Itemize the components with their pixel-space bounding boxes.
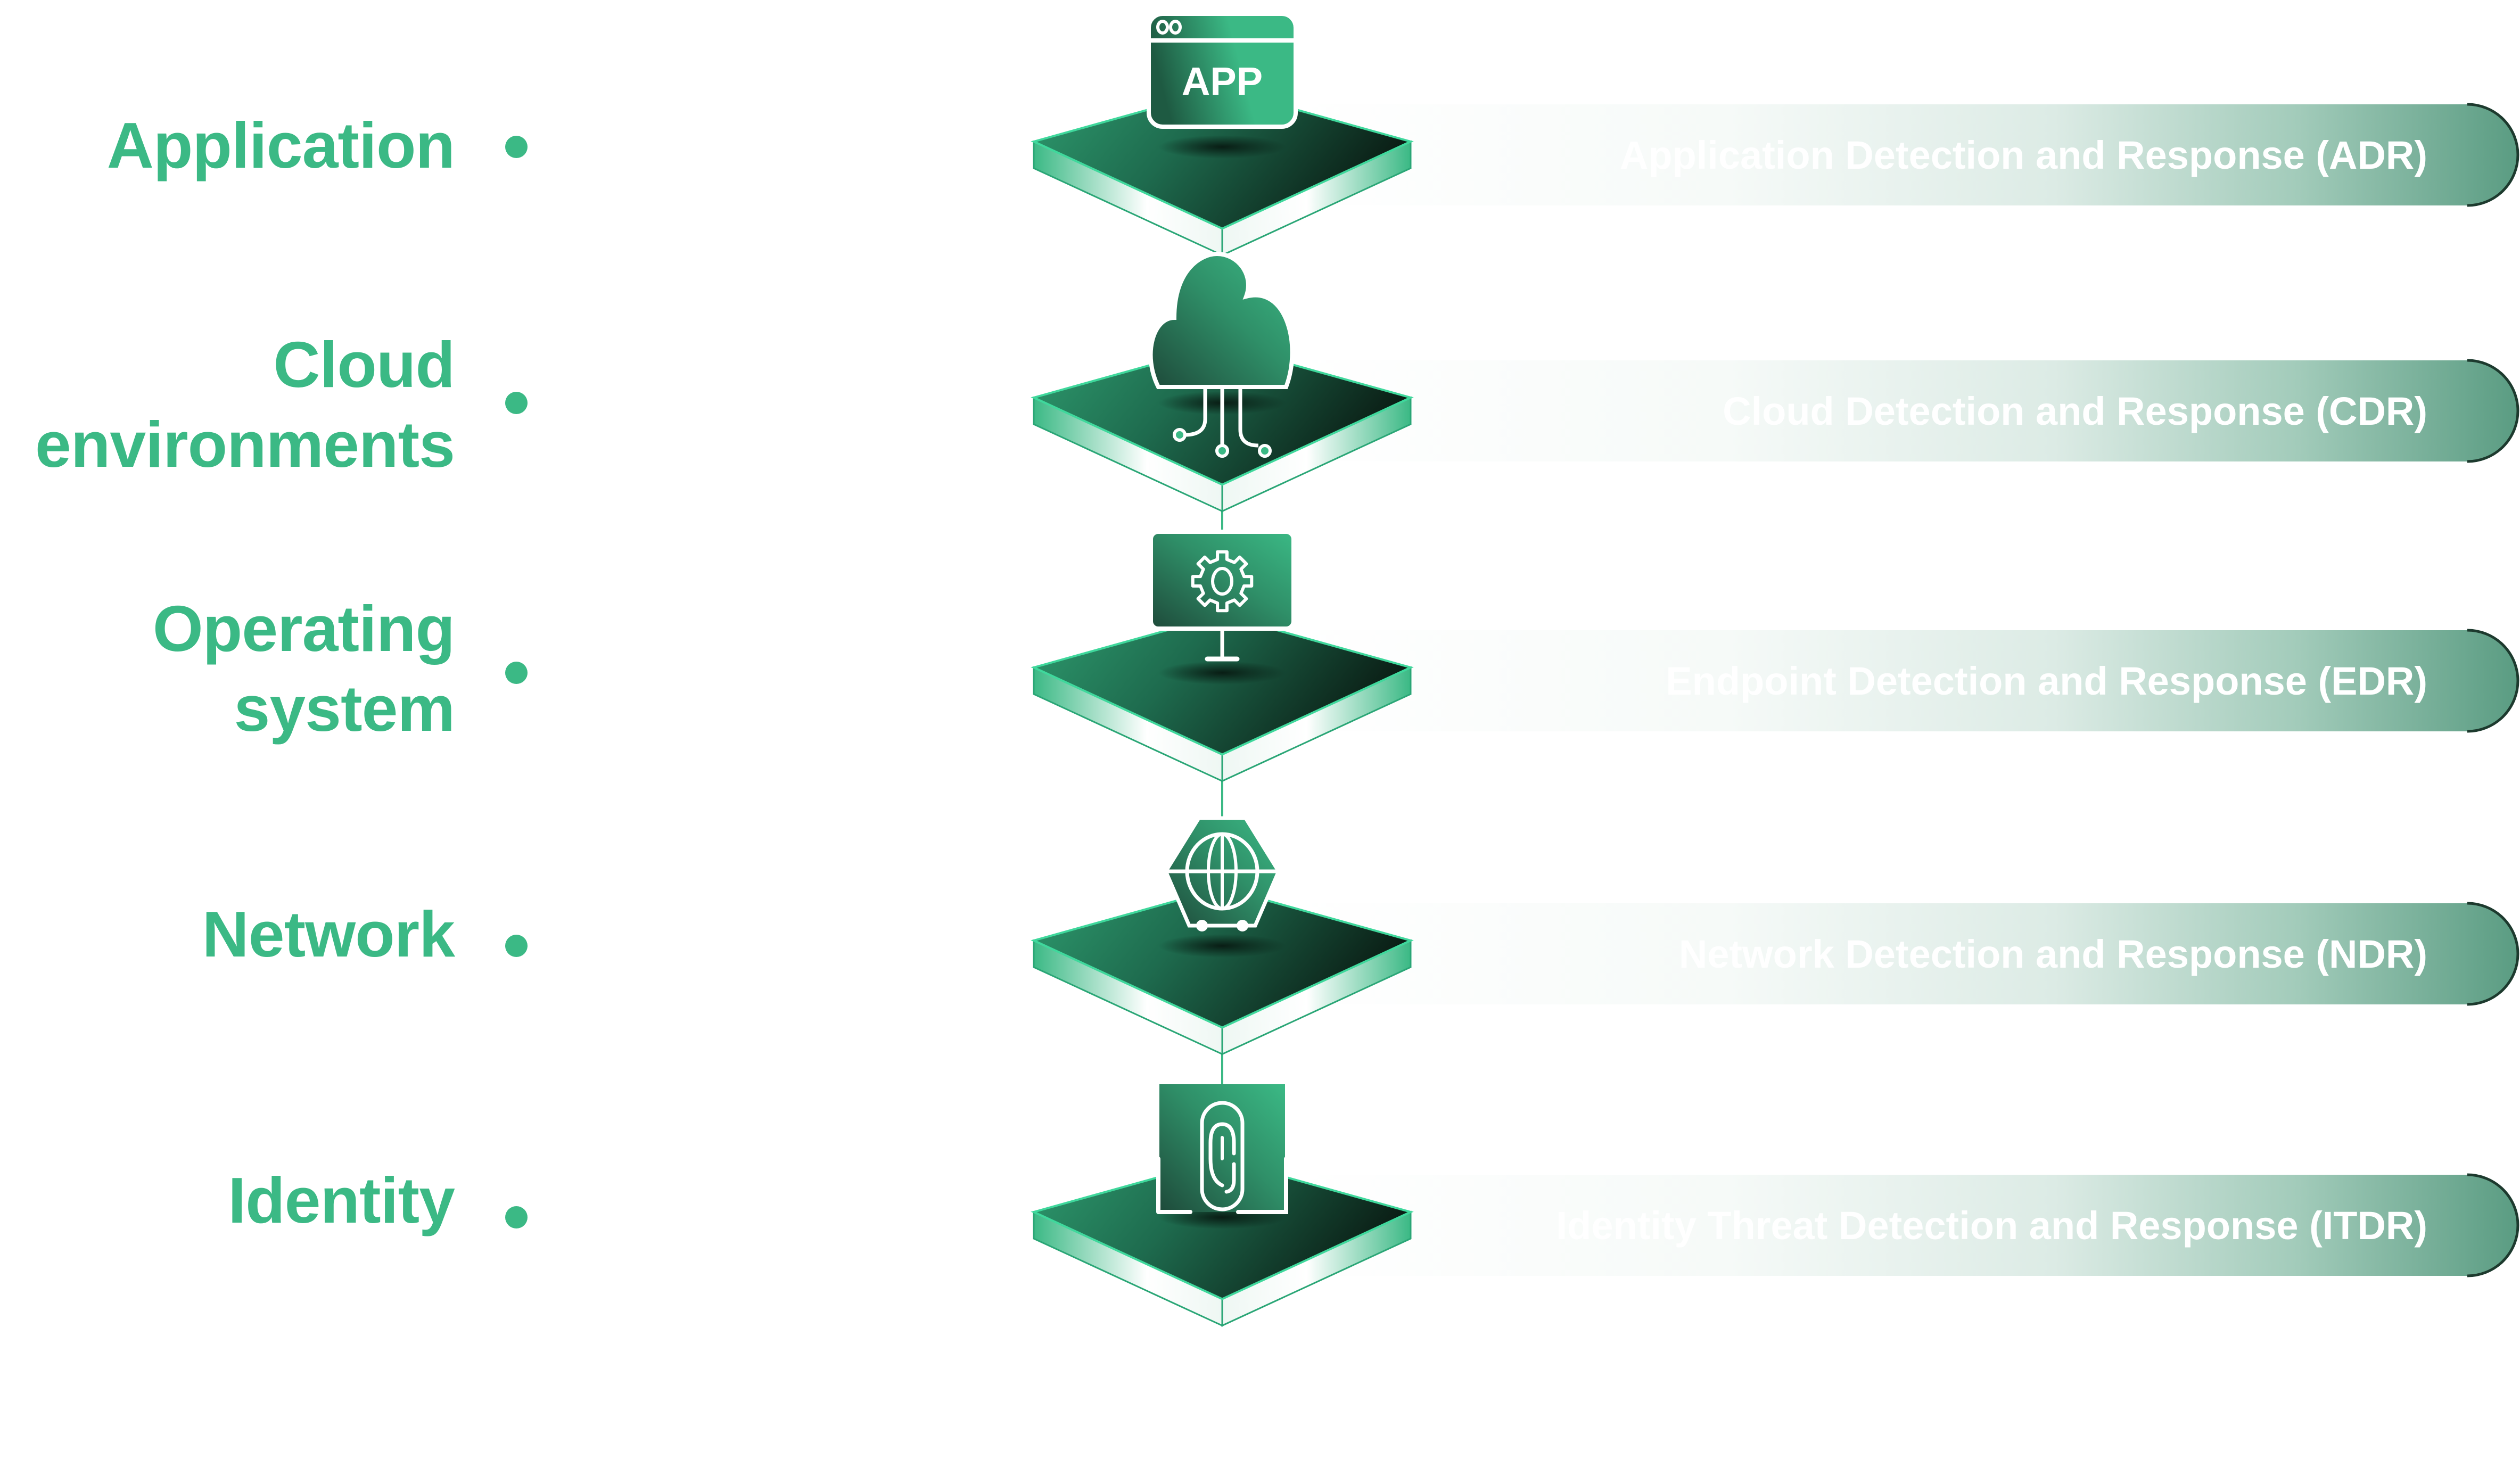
window-dot xyxy=(1156,20,1169,35)
app-window-icon: APP xyxy=(1147,12,1298,129)
label-dot xyxy=(505,1206,528,1228)
cloud-shape xyxy=(1148,251,1295,389)
layer-label-identity: Identity xyxy=(228,1160,455,1240)
layer-row: Network Detection and Response (NDR) xyxy=(505,816,2519,1056)
label-line: Identity xyxy=(228,1164,455,1236)
icon-shadow xyxy=(1158,934,1286,958)
cloud-network-icon xyxy=(1148,251,1295,458)
gear-shape xyxy=(1191,550,1254,613)
monitor-screen xyxy=(1149,530,1296,631)
monitor-gear-icon xyxy=(1149,530,1296,662)
icon-shadow xyxy=(1158,135,1286,159)
cloud-wire xyxy=(1238,387,1259,448)
layer-row: Cloud Detection and Response (CDR) xyxy=(505,251,2519,513)
capability-bar xyxy=(1299,903,2518,1004)
bar-end-cap xyxy=(2467,629,2519,733)
platform-top xyxy=(1031,614,1414,756)
label-line: Network xyxy=(202,898,455,970)
fingerprint-ridge xyxy=(1208,1122,1236,1188)
gear-hub xyxy=(1211,567,1233,596)
fingerprint-icon xyxy=(1156,1084,1288,1214)
capability-bar xyxy=(1299,360,2518,461)
label-dot xyxy=(505,392,528,414)
label-line: Operating xyxy=(152,592,455,665)
platform-top xyxy=(1031,887,1414,1029)
layer-row: Endpoint Detection and Response (EDR) xyxy=(505,530,2519,782)
cloud-node xyxy=(1173,428,1187,442)
label-line: system xyxy=(234,672,455,745)
fingerprint-outer xyxy=(1200,1101,1245,1211)
layer-row: Application Detection and Response (ADR)… xyxy=(505,12,2519,257)
capability-bar xyxy=(1299,1175,2518,1276)
bar-end-cap xyxy=(2467,1173,2519,1277)
cloud-node xyxy=(1215,444,1229,458)
network-node xyxy=(1196,920,1208,931)
layer-row: Identity Threat Detection and Response (… xyxy=(505,1084,2519,1327)
globe-network-icon xyxy=(1164,816,1281,931)
fingerprint-frame xyxy=(1156,1157,1288,1214)
capability-label: Endpoint Detection and Response (EDR) xyxy=(1666,659,2427,703)
layer-label-cloud-environments: Cloud environments xyxy=(35,325,455,484)
capability-label: Identity Threat Detection and Response (… xyxy=(1557,1203,2427,1248)
capability-label: Application Detection and Response (ADR) xyxy=(1620,133,2427,177)
capability-label: Network Detection and Response (NDR) xyxy=(1679,932,2427,976)
label-line: Application xyxy=(106,109,455,182)
layer-label-network: Network xyxy=(202,894,455,974)
label-dot xyxy=(505,662,528,684)
layer-label-application: Application xyxy=(107,105,455,185)
app-icon-label: APP xyxy=(1182,59,1263,103)
label-line: environments xyxy=(35,408,455,481)
cloud-wire xyxy=(1184,387,1207,437)
capability-label: Cloud Detection and Response (CDR) xyxy=(1723,389,2427,433)
layer-label-operating-system: Operating system xyxy=(153,589,455,748)
fingerprint-ridge xyxy=(1224,1162,1236,1194)
window-dot xyxy=(1169,20,1182,35)
bar-end-cap xyxy=(2467,902,2519,1006)
label-line: Cloud xyxy=(273,328,455,401)
bar-end-cap xyxy=(2467,359,2519,463)
capability-bar xyxy=(1299,630,2518,731)
cloud-node xyxy=(1258,444,1272,458)
network-node xyxy=(1237,920,1248,931)
bar-end-cap xyxy=(2467,103,2519,207)
label-dot xyxy=(505,935,528,957)
icon-shadow xyxy=(1158,661,1286,685)
capability-bar xyxy=(1299,104,2518,205)
label-dot xyxy=(505,136,528,158)
